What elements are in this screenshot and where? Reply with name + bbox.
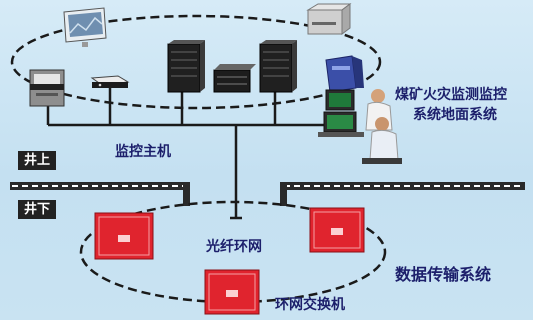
below-ground-tag: 井下 [18,200,57,219]
data-transmission-label: 数据传输系统 [395,265,492,284]
server-tower-icon [167,40,205,93]
ring-switch-box-icon [204,269,260,315]
small-device-icon [90,75,130,88]
ring-switch-box-icon [94,212,154,260]
ring-switch-label: 环网交换机 [275,297,345,313]
fiber-ring-label: 光纤环网 [206,239,262,255]
surface-system-title-line1: 煤矿火灾监测监控 [395,87,507,103]
surface-bus-lines [46,86,347,220]
ring-switch-box-icon [309,207,365,253]
monitor-host-label: 监控主机 [115,144,171,160]
monitor-icon [63,7,107,47]
ground-boundary-left [10,182,190,206]
network-switch-icon [213,64,256,93]
printer-icon [306,3,352,35]
surface-system-title-line2: 系统地面系统 [413,107,497,123]
blue-server-icon [325,55,364,93]
above-ground-tag: 井上 [18,151,57,170]
server-tower-icon [259,40,297,93]
surface-network-ellipse [10,14,382,110]
ground-boundary-right [280,182,525,206]
operators-icon [318,89,402,164]
workstation-icon [29,69,65,107]
